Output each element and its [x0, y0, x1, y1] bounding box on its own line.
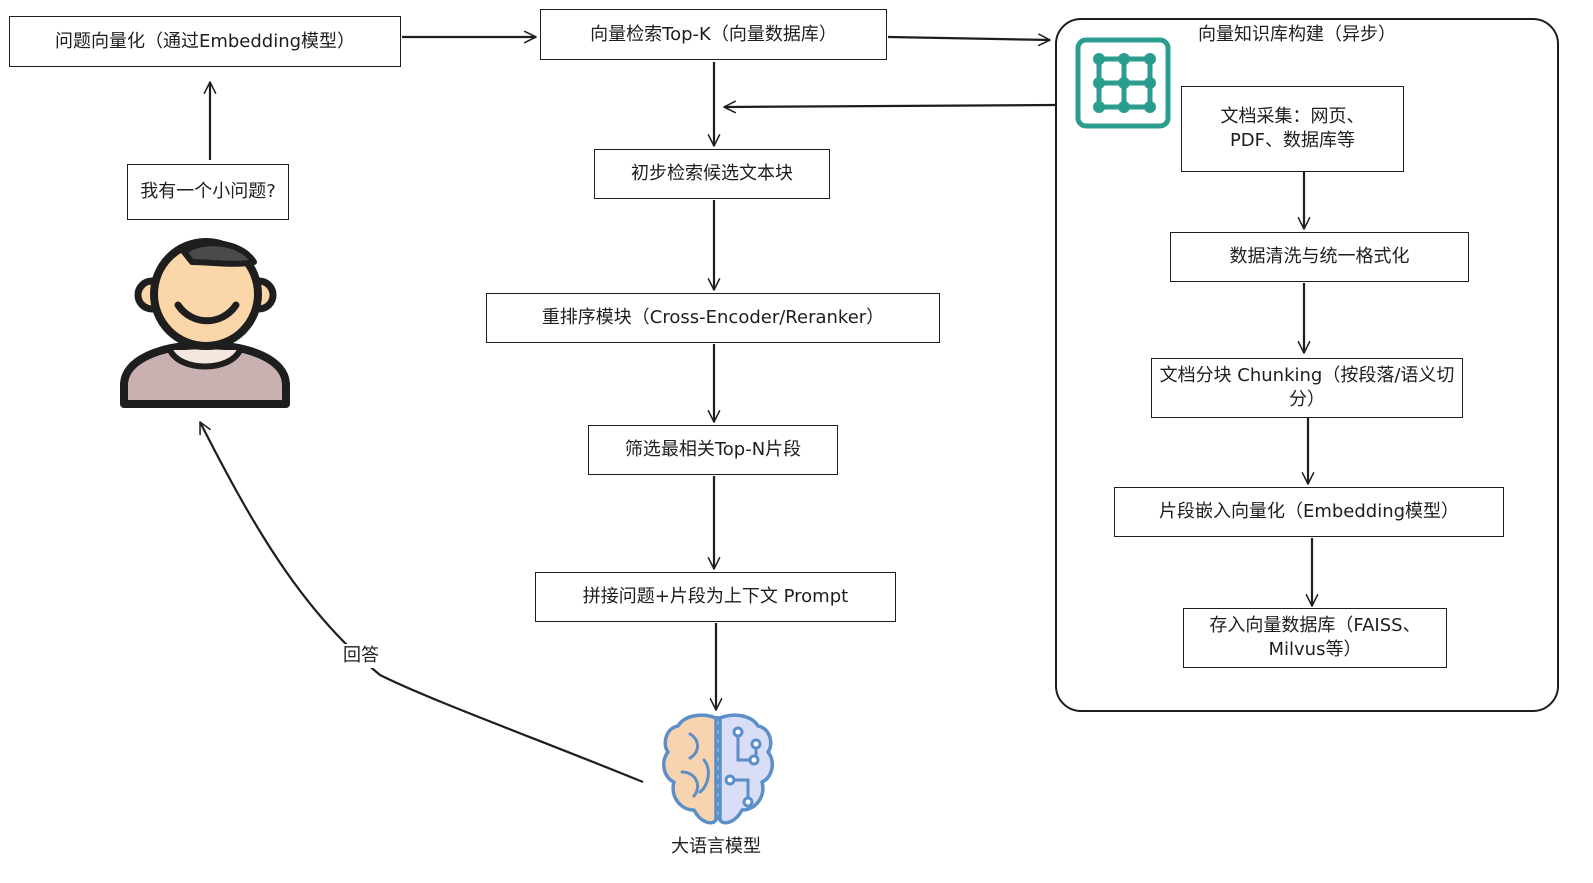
- user-avatar-icon: [120, 238, 290, 408]
- vector-search-label: 向量检索Top-K（向量数据库）: [590, 23, 837, 45]
- vector-search-node: 向量检索Top-K（向量数据库）: [540, 9, 887, 60]
- chunk-label: 文档分块 Chunking（按段落/语义切分）: [1159, 365, 1455, 410]
- arrow-kb-to-candidates: [723, 100, 1056, 114]
- rerank-label: 重排序模块（Cross-Encoder/Reranker）: [541, 307, 885, 328]
- arrow-llm-to-user: [199, 421, 644, 784]
- embed-label: 片段嵌入向量化（Embedding模型）: [1158, 501, 1460, 522]
- arrow-search-to-kb: [887, 33, 1051, 47]
- connectors: [199, 30, 1319, 784]
- initial-candidates-node: 初步检索候选文本块: [594, 149, 830, 199]
- llm-label: 大语言模型: [671, 836, 761, 857]
- user-question-node: 我有一个小问题?: [127, 164, 289, 220]
- initial-candidates-label: 初步检索候选文本块: [631, 163, 793, 184]
- chunk-node: 文档分块 Chunking（按段落/语义切分）: [1151, 358, 1463, 418]
- collect-label: 文档采集：网页、PDF、数据库等: [1220, 106, 1365, 151]
- vector-grid-icon: [1075, 37, 1171, 129]
- select-topn-node: 筛选最相关Top-N片段: [588, 425, 838, 475]
- build-prompt-label: 拼接问题+片段为上下文 Prompt: [582, 586, 849, 607]
- store-node: 存入向量数据库（FAISS、Milvus等）: [1183, 608, 1447, 668]
- kb-build-group: [1055, 18, 1559, 712]
- build-prompt-node: 拼接问题+片段为上下文 Prompt: [535, 572, 896, 622]
- question-embed-label: 问题向量化（通过Embedding模型）: [54, 30, 356, 52]
- clean-label: 数据清洗与统一格式化: [1229, 246, 1410, 267]
- select-topn-label: 筛选最相关Top-N片段: [624, 439, 802, 460]
- embed-node: 片段嵌入向量化（Embedding模型）: [1114, 487, 1504, 537]
- collect-node: 文档采集：网页、PDF、数据库等: [1181, 86, 1404, 172]
- user-question-label: 我有一个小问题?: [140, 181, 276, 202]
- rerank-node: 重排序模块（Cross-Encoder/Reranker）: [486, 293, 940, 343]
- kb-group-title: 向量知识库构建（异步）: [1198, 24, 1396, 45]
- question-embed-node: 问题向量化（通过Embedding模型）: [9, 16, 401, 67]
- brain-icon: [662, 713, 774, 825]
- store-label: 存入向量数据库（FAISS、Milvus等）: [1209, 615, 1421, 660]
- answer-label: 回答: [341, 644, 381, 668]
- clean-node: 数据清洗与统一格式化: [1170, 232, 1469, 282]
